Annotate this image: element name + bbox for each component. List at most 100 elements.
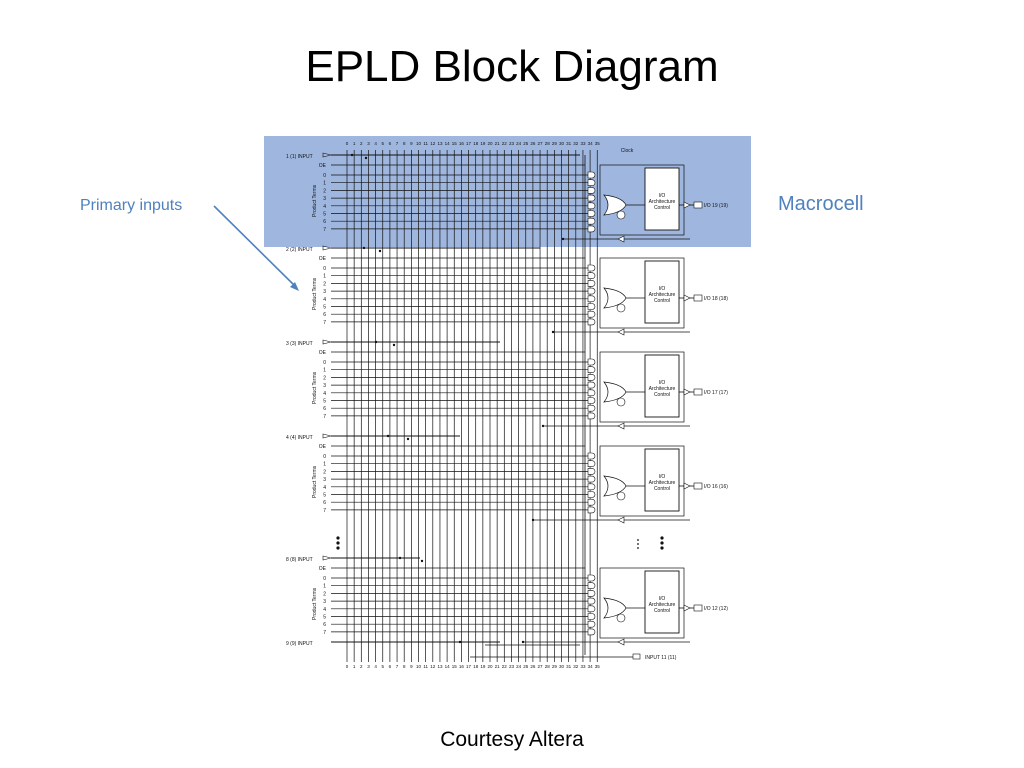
product-term-number: 3 xyxy=(323,196,326,202)
product-term-number: 7 xyxy=(323,320,326,326)
and-gate-icon xyxy=(587,374,596,381)
input-label: 9 (9) INPUT xyxy=(286,641,313,647)
and-gate-icon xyxy=(587,483,596,491)
input-label: 4 (4) INPUT xyxy=(286,435,313,441)
or-gate-icon xyxy=(603,381,627,403)
product-terms-label: Product Terms xyxy=(312,277,318,310)
product-term-number: 7 xyxy=(323,227,326,233)
output-buffer-icon xyxy=(683,388,691,396)
and-gate-icon xyxy=(587,303,596,310)
clock-label: Clock xyxy=(621,148,634,154)
input-buffer-icon xyxy=(322,339,332,345)
connection-dot xyxy=(420,559,424,563)
and-gate-icon xyxy=(587,318,596,326)
column-number-top: 23 xyxy=(509,141,515,146)
connection-dot xyxy=(406,437,410,441)
and-gate-icon xyxy=(587,412,596,420)
feedback-buffer-icon xyxy=(617,638,625,646)
column-number-top: 19 xyxy=(480,141,486,146)
column-number-bottom: 25 xyxy=(523,664,529,669)
product-term-number: 6 xyxy=(323,219,326,225)
column-number-bottom: 22 xyxy=(502,664,508,669)
column-number-bottom: 29 xyxy=(552,664,558,669)
column-number-top: 8 xyxy=(403,141,406,146)
column-number-top: 32 xyxy=(573,141,579,146)
column-number-top: 18 xyxy=(473,141,479,146)
input-buffer-icon xyxy=(322,245,332,251)
primary-inputs-label: Primary inputs xyxy=(80,197,183,214)
and-gate-icon xyxy=(587,613,596,620)
output-buffer-icon xyxy=(683,604,691,612)
column-number-bottom: 9 xyxy=(410,664,413,669)
connection-dot xyxy=(458,640,462,644)
column-number-top: 16 xyxy=(459,141,465,146)
product-term-number: 0 xyxy=(323,576,326,582)
column-number-bottom: 35 xyxy=(595,664,601,669)
connection-dot xyxy=(386,434,390,438)
column-number-bottom: 27 xyxy=(538,664,544,669)
and-gate-icon xyxy=(587,452,596,460)
connection-dot xyxy=(541,424,545,428)
column-number-top: 24 xyxy=(516,141,522,146)
column-number-top: 17 xyxy=(466,141,472,146)
connection-dot xyxy=(364,156,368,160)
arrow-head-icon xyxy=(290,282,299,291)
io-pin-label: I/O 12 (12) xyxy=(704,606,728,612)
column-number-top: 13 xyxy=(437,141,443,146)
oe-label: OE xyxy=(319,256,327,262)
ellipsis-dot xyxy=(660,541,664,545)
and-gate-icon xyxy=(587,187,596,194)
input-label: 2 (2) INPUT xyxy=(286,247,313,253)
and-gate-icon xyxy=(587,194,596,202)
and-gate-icon xyxy=(587,272,596,279)
and-gate-icon xyxy=(587,460,596,467)
column-number-top: 33 xyxy=(580,141,586,146)
ellipsis-dot xyxy=(336,546,340,550)
ellipsis-dot xyxy=(637,543,639,545)
column-number-bottom: 8 xyxy=(403,664,406,669)
or-gate-icon xyxy=(603,475,627,497)
and-gate-icon xyxy=(587,264,596,272)
connection-dot xyxy=(378,249,382,253)
input-label: 3 (3) INPUT xyxy=(286,341,313,347)
product-term-number: 1 xyxy=(323,584,326,590)
product-term-number: 5 xyxy=(323,212,326,218)
column-number-bottom: 13 xyxy=(437,664,443,669)
io-architecture-control-text: I/O xyxy=(659,193,666,199)
and-gate-icon xyxy=(587,404,596,412)
product-term-number: 6 xyxy=(323,500,326,506)
io-architecture-control-text: Architecture xyxy=(649,480,676,486)
column-number-bottom: 24 xyxy=(516,664,522,669)
product-term-number: 1 xyxy=(323,462,326,468)
product-term-number: 0 xyxy=(323,360,326,366)
column-number-bottom: 4 xyxy=(374,664,377,669)
column-number-bottom: 32 xyxy=(573,664,579,669)
product-term-number: 0 xyxy=(323,266,326,272)
product-term-number: 1 xyxy=(323,368,326,374)
io-pin-label: I/O 17 (17) xyxy=(704,390,728,396)
product-term-number: 4 xyxy=(323,204,326,210)
product-term-number: 5 xyxy=(323,615,326,621)
oe-label: OE xyxy=(319,566,327,572)
feedback-buffer-icon xyxy=(617,516,625,524)
output-buffer-icon xyxy=(683,201,691,209)
column-number-top: 4 xyxy=(374,141,377,146)
and-gate-icon xyxy=(587,295,596,303)
io-pin-icon xyxy=(693,294,703,302)
product-term-number: 0 xyxy=(323,173,326,179)
and-gate-icon xyxy=(587,605,596,613)
product-term-number: 3 xyxy=(323,383,326,389)
and-gate-icon xyxy=(587,210,596,217)
column-number-top: 3 xyxy=(367,141,370,146)
and-gate-icon xyxy=(587,310,596,318)
column-number-bottom: 31 xyxy=(566,664,572,669)
column-number-bottom: 26 xyxy=(530,664,536,669)
ellipsis-dot xyxy=(336,536,340,540)
product-term-number: 2 xyxy=(323,281,326,287)
and-gate-icon xyxy=(587,597,596,605)
product-term-number: 4 xyxy=(323,485,326,491)
product-term-number: 0 xyxy=(323,454,326,460)
macrocell-frame xyxy=(599,567,685,639)
and-gate-icon xyxy=(587,225,596,233)
column-number-bottom: 1 xyxy=(353,664,356,669)
